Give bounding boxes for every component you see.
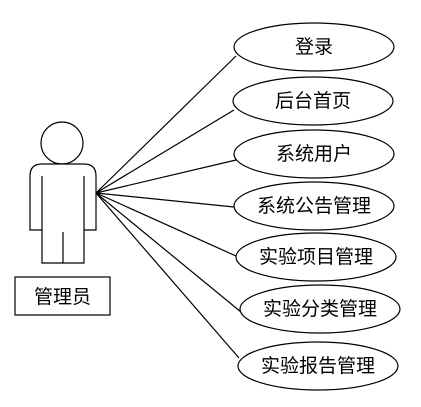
use-case-experiment-category-mgmt[interactable]: 实验分类管理 <box>239 284 401 334</box>
use-case-login[interactable]: 登录 <box>233 22 395 72</box>
association-line <box>95 109 235 194</box>
use-case-label: 实验项目管理 <box>259 246 373 268</box>
use-case-ellipse <box>233 22 395 72</box>
use-case-label: 实验报告管理 <box>261 355 375 377</box>
use-case-label: 后台首页 <box>275 90 351 112</box>
use-case-label: 实验分类管理 <box>263 298 377 320</box>
actor-name-frame <box>14 276 111 316</box>
association-line <box>95 159 237 194</box>
use-case-ellipse <box>233 129 395 179</box>
use-case-ellipse <box>232 76 394 126</box>
associations <box>95 55 242 359</box>
association-line <box>95 192 242 313</box>
use-case-ellipse <box>233 181 395 231</box>
use-case-experiment-report-mgmt[interactable]: 实验报告管理 <box>237 341 399 391</box>
association-line <box>95 192 240 359</box>
use-case-ellipse <box>235 232 397 282</box>
association-line <box>95 192 235 208</box>
actor-head <box>40 121 84 165</box>
use-case-label: 系统用户 <box>276 143 352 165</box>
actor-name: 管理员 <box>34 286 91 308</box>
use-case-ellipse <box>239 284 401 334</box>
use-case-experiment-project-mgmt[interactable]: 实验项目管理 <box>235 232 397 282</box>
use-case-announcement-mgmt[interactable]: 系统公告管理 <box>233 181 395 231</box>
association-line <box>95 192 237 257</box>
use-case-label: 系统公告管理 <box>257 195 371 217</box>
use-case-label: 登录 <box>295 36 333 58</box>
actor-figure <box>29 121 97 264</box>
actor-name-box: 管理员 <box>14 276 111 316</box>
actor-body <box>29 163 97 264</box>
association-line <box>95 55 237 194</box>
use-case-ellipse <box>237 341 399 391</box>
use-case-admin-home[interactable]: 后台首页 <box>232 76 394 126</box>
use-case-system-users[interactable]: 系统用户 <box>233 129 395 179</box>
